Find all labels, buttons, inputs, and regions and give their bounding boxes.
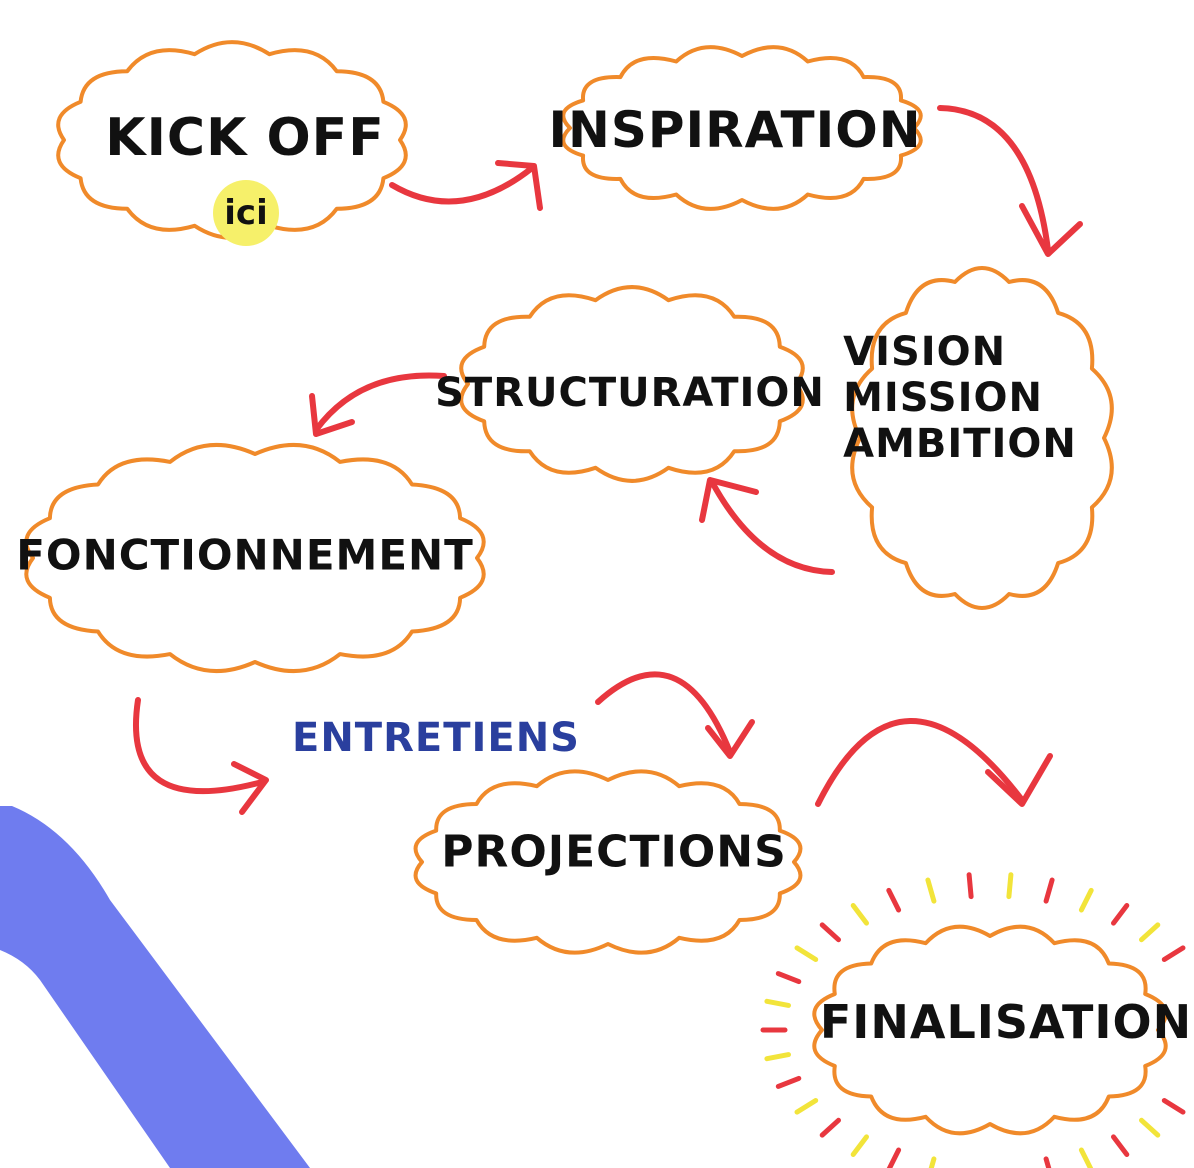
arrow-entretiens-to-projections-head: [705, 719, 755, 759]
entretiens-label: ENTRETIENS: [292, 715, 580, 761]
sparkle-dash: [764, 1052, 791, 1062]
arrow-vision-to-structuration: [709, 479, 835, 575]
arrow-projections-to-finalisation: [815, 718, 1025, 807]
sparkle-dash: [850, 903, 869, 926]
sparkle-dash: [794, 945, 819, 962]
sparkle-dash: [1111, 1134, 1130, 1157]
sparkle-dash: [819, 922, 841, 943]
fonctionnement-cloud: [24, 442, 486, 674]
vision-cloud: [850, 266, 1114, 610]
sparkle-dash: [850, 1134, 869, 1157]
structuration-cloud: [459, 285, 805, 483]
sparkle-dash: [764, 998, 791, 1008]
arrow-inspiration-to-vision-head: [1019, 203, 1083, 257]
sparkle-dash: [1006, 872, 1014, 900]
corner-band: [0, 806, 310, 1168]
ambition-line: AMBITION: [843, 421, 1077, 467]
sparkle-dash: [775, 1075, 802, 1089]
arrow-vision-to-structuration-head: [699, 477, 759, 523]
sparkle-dash: [1139, 1117, 1161, 1138]
vision-line: VISION: [843, 329, 1007, 375]
sparkle-dash: [1043, 877, 1055, 904]
ici-highlight: ici: [213, 180, 279, 246]
arrow-projections-to-finalisation-head: [985, 753, 1053, 807]
arrow-structuration-to-fonctionnement-head: [309, 393, 355, 437]
arrow-inspiration-to-vision: [937, 105, 1051, 253]
finalisation-cloud: [812, 924, 1168, 1136]
kickoff-cloud: [56, 40, 408, 240]
arrow-fonctionnement-to-entretiens: [133, 697, 265, 795]
ici-label: ici: [224, 193, 268, 233]
inspiration-cloud: [561, 45, 923, 211]
kickoff-label: KICK OFF: [105, 108, 385, 168]
sparkle-dash: [1139, 922, 1161, 943]
arrow-entretiens-to-projections: [595, 671, 733, 755]
sparkle-dash: [966, 872, 974, 900]
sparkle-dash: [1161, 1098, 1186, 1115]
sparkle-dash: [925, 877, 937, 904]
vision-mission-ambition-label: VISION MISSION AMBITION: [843, 329, 1077, 467]
structuration-label: STRUCTURATION: [435, 370, 825, 416]
arrow-kickoff-to-inspiration-head: [495, 160, 543, 211]
sparkle-dash: [775, 971, 802, 985]
sparkle-dash: [794, 1098, 819, 1115]
fonctionnement-label: FONCTIONNEMENT: [16, 530, 474, 580]
sparkle-dash: [928, 1156, 937, 1168]
sparkle-dash: [1078, 887, 1094, 913]
projections-cloud: [413, 769, 803, 955]
sparkle-dash: [886, 887, 902, 913]
arrow-kickoff-to-inspiration: [389, 165, 535, 205]
sparkle-dash: [819, 1117, 841, 1138]
sparkle-dash: [886, 1147, 902, 1168]
sparkle-dash: [1078, 1147, 1094, 1168]
projections-label: PROJECTIONS: [441, 826, 787, 878]
arrow-fonctionnement-to-entretiens-head: [231, 761, 269, 815]
mission-line: MISSION: [843, 375, 1043, 421]
arrow-structuration-to-fonctionnement: [313, 372, 447, 433]
finalisation-label: FINALISATION: [819, 995, 1193, 1049]
sparkle-dash: [1043, 1156, 1052, 1168]
sparkle-dash: [1161, 945, 1186, 962]
sparkle-dash: [1111, 903, 1130, 926]
inspiration-label: INSPIRATION: [548, 101, 922, 159]
